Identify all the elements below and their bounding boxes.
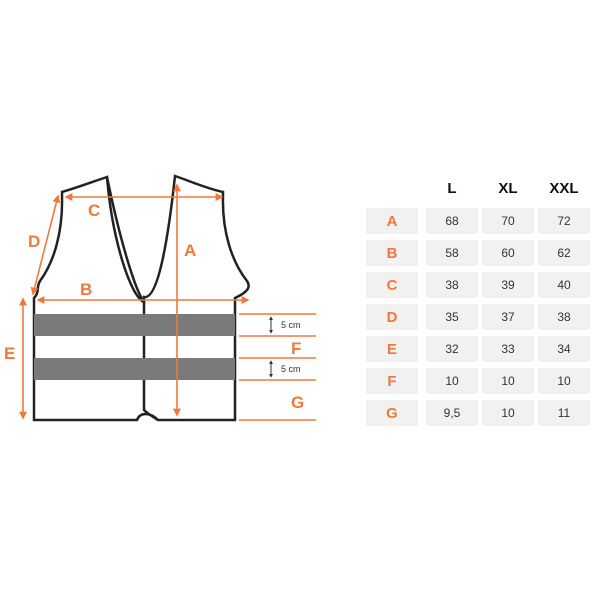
dimension-f-label: F bbox=[291, 339, 301, 358]
dimension-d-label: D bbox=[28, 232, 40, 251]
row-label-d: D bbox=[366, 304, 418, 330]
table-cell: 62 bbox=[538, 240, 590, 266]
row-label-f: F bbox=[366, 368, 418, 394]
table-cell: 11 bbox=[538, 400, 590, 426]
table-cell: 58 bbox=[426, 240, 478, 266]
table-cell: 9,5 bbox=[426, 400, 478, 426]
table-cell: 39 bbox=[482, 272, 534, 298]
table-cell: 60 bbox=[482, 240, 534, 266]
table-cell: 70 bbox=[482, 208, 534, 234]
table-cell: 37 bbox=[482, 304, 534, 330]
table-cell: 33 bbox=[482, 336, 534, 362]
row-label-g: G bbox=[366, 400, 418, 426]
dimension-c-label: C bbox=[88, 201, 100, 220]
table-cell: 32 bbox=[426, 336, 478, 362]
size-header-xl: XL bbox=[498, 180, 518, 197]
table-cell: 38 bbox=[426, 272, 478, 298]
table-cell: 34 bbox=[538, 336, 590, 362]
reflective-stripe-upper bbox=[34, 314, 235, 336]
size-header-l: L bbox=[447, 180, 457, 197]
dimension-a-label: A bbox=[184, 241, 196, 260]
stripe-lower-width-label: 5 cm bbox=[281, 364, 301, 374]
row-label-a: A bbox=[366, 208, 418, 234]
stripe-upper-width-label: 5 cm bbox=[281, 320, 301, 330]
dimension-e-label: E bbox=[4, 344, 15, 363]
table-cell: 10 bbox=[538, 368, 590, 394]
table-cell: 40 bbox=[538, 272, 590, 298]
table-cell: 10 bbox=[482, 400, 534, 426]
size-header-xxl: XXL bbox=[549, 180, 579, 197]
reflective-stripe-lower bbox=[34, 358, 235, 380]
table-cell: 68 bbox=[426, 208, 478, 234]
dimension-g-label: G bbox=[291, 393, 304, 412]
dimension-d-line bbox=[30, 194, 61, 296]
vest-size-diagram: A C D B E 5 cm 5 cm F G bbox=[4, 174, 316, 422]
row-label-b: B bbox=[366, 240, 418, 266]
dimension-b-label: B bbox=[80, 280, 92, 299]
row-label-c: C bbox=[366, 272, 418, 298]
table-cell: 38 bbox=[538, 304, 590, 330]
table-cell: 72 bbox=[538, 208, 590, 234]
table-cell: 10 bbox=[482, 368, 534, 394]
table-cell: 10 bbox=[426, 368, 478, 394]
row-label-e: E bbox=[366, 336, 418, 362]
table-cell: 35 bbox=[426, 304, 478, 330]
